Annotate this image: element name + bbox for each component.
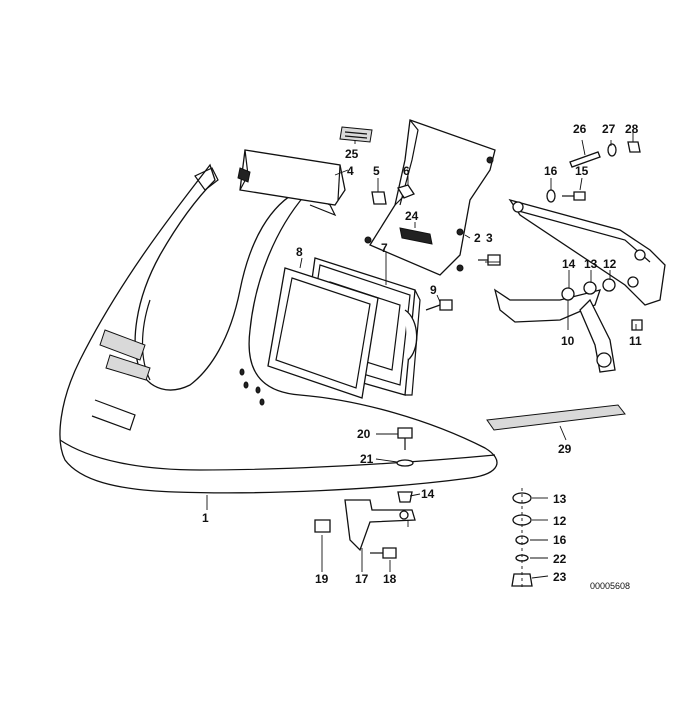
callout-9: 9 bbox=[430, 283, 437, 297]
callout-15: 15 bbox=[575, 164, 589, 178]
hardware bbox=[314, 141, 643, 590]
callout-24: 24 bbox=[405, 209, 419, 223]
upper-mounting-plate bbox=[237, 149, 346, 206]
callout-25: 25 bbox=[345, 147, 359, 161]
headlight-rubber-frame bbox=[267, 267, 379, 399]
callout-10: 10 bbox=[561, 334, 575, 348]
callout-13-upper: 13 bbox=[584, 257, 598, 271]
callout-7: 7 bbox=[381, 241, 388, 255]
callout-27: 27 bbox=[602, 122, 616, 136]
callout-11: 11 bbox=[629, 334, 642, 348]
callout-1: 1 bbox=[202, 511, 209, 525]
callout-26: 26 bbox=[573, 122, 587, 136]
callout-8: 8 bbox=[296, 245, 303, 259]
callout-2: 2 bbox=[474, 231, 481, 245]
rubber-strip bbox=[486, 404, 626, 431]
callout-12-upper: 12 bbox=[603, 257, 617, 271]
callout-14-upper: 14 bbox=[562, 257, 576, 271]
callout-28: 28 bbox=[625, 122, 639, 136]
diagram-reference-number: 00005608 bbox=[590, 581, 630, 591]
callout-17: 17 bbox=[355, 572, 369, 586]
callout-22: 22 bbox=[553, 552, 567, 566]
callout-29: 29 bbox=[558, 442, 572, 456]
callout-3: 3 bbox=[486, 231, 493, 245]
callout-12-lower: 12 bbox=[553, 514, 567, 528]
callout-5: 5 bbox=[373, 164, 380, 178]
callout-16-lower: 16 bbox=[553, 533, 567, 547]
sticker bbox=[339, 126, 373, 143]
rs-emblem bbox=[399, 227, 433, 245]
callout-21: 21 bbox=[360, 452, 374, 466]
callout-13-lower: 13 bbox=[553, 492, 567, 506]
leader-lines bbox=[206, 132, 637, 579]
side-support-bracket bbox=[493, 198, 666, 373]
callout-18: 18 bbox=[383, 572, 397, 586]
fairing-shell bbox=[59, 163, 498, 494]
callout-16-upper: 16 bbox=[544, 164, 558, 178]
callout-4: 4 bbox=[347, 164, 354, 178]
callout-6: 6 bbox=[403, 164, 410, 178]
callout-20: 20 bbox=[357, 427, 371, 441]
callout-23: 23 bbox=[553, 570, 567, 584]
callout-14-lower: 14 bbox=[421, 487, 435, 501]
callout-19: 19 bbox=[315, 572, 329, 586]
callout-labels: 1 2 3 4 5 6 7 8 9 10 11 12 13 14 15 16 1… bbox=[202, 122, 642, 591]
